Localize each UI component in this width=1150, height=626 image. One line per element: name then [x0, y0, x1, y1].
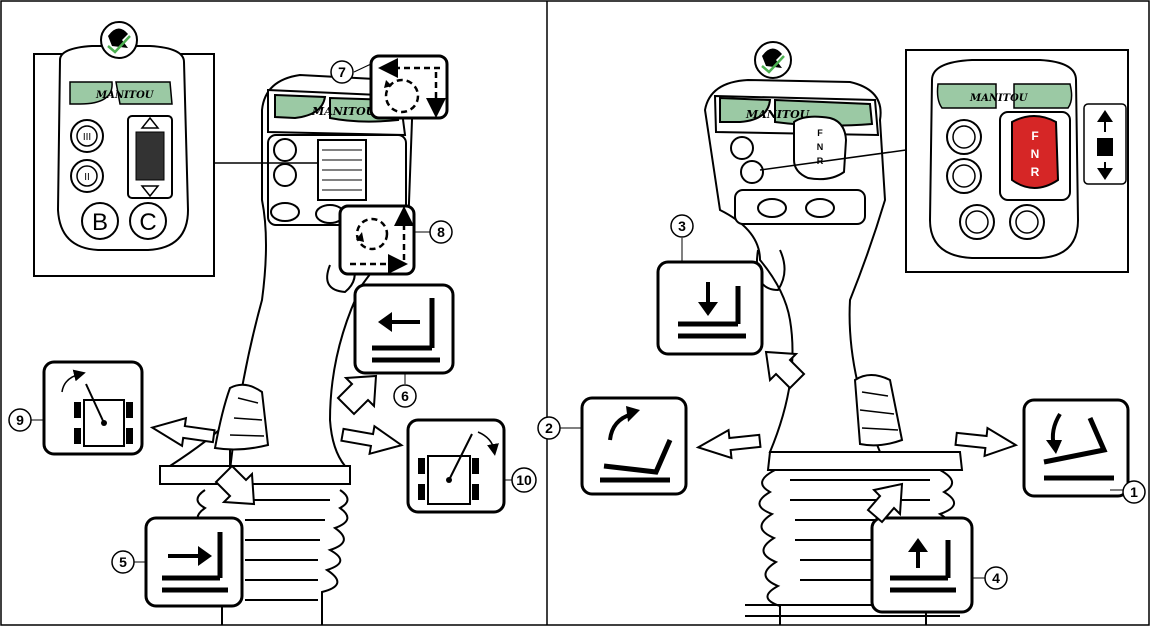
- lift-lower-icon: [656, 260, 764, 356]
- grip-fnr-n: N: [817, 142, 824, 152]
- lift-raise-icon: [870, 516, 974, 614]
- left-inset-detail: MANITOU III II B C: [33, 45, 215, 277]
- svg-text:7: 7: [338, 64, 346, 80]
- right-inset-detail: MANITOU F N R: [905, 49, 1129, 273]
- arrow-down-left: [214, 464, 256, 506]
- svg-text:10: 10: [516, 472, 532, 488]
- fnr-label-r: R: [1031, 165, 1040, 179]
- svg-text:5: 5: [119, 554, 127, 570]
- roller-up-icon: [140, 116, 160, 129]
- tilt-back-icon: [353, 283, 455, 375]
- svg-text:8: 8: [437, 224, 445, 240]
- callout-5: 5: [111, 550, 146, 574]
- callout-2: 2: [537, 416, 582, 440]
- rotation-ccw-icon: [369, 54, 449, 120]
- joystick-lock-icon: [100, 21, 138, 59]
- callout-6: 6: [393, 373, 417, 408]
- left-joystick: MANITOU: [159, 73, 414, 625]
- right-joystick: MANITOU F N R: [703, 78, 964, 625]
- right-inset-leader: [759, 149, 907, 171]
- callout-1: 1: [1110, 480, 1146, 504]
- svg-text:3: 3: [678, 218, 686, 234]
- bucket-crowd-icon: [580, 396, 688, 496]
- right-motion-arrows: [695, 350, 1019, 524]
- callout-4: 4: [972, 566, 1008, 590]
- bucket-dump-icon: [1022, 398, 1130, 498]
- callout-3: 3: [670, 214, 694, 262]
- fnr-switch: [1011, 115, 1060, 189]
- callout-7: 7: [330, 60, 372, 84]
- left-grip-brand: MANITOU: [311, 105, 377, 118]
- svg-text:2: 2: [545, 420, 553, 436]
- direction-arrows-icon: [1083, 103, 1127, 185]
- arrow-up-lower: [764, 350, 806, 390]
- arrow-down-raise: [866, 482, 904, 524]
- right-grip-brand: MANITOU: [745, 108, 811, 121]
- left-motion-arrows: [149, 374, 404, 506]
- inset-brand: MANITOU: [95, 90, 155, 101]
- arrow-right-steer: [340, 424, 404, 456]
- arrow-left-steer: [149, 416, 216, 448]
- joystick-lock-icon-right: [754, 41, 792, 79]
- svg-text:6: 6: [401, 388, 409, 404]
- arrow-left-crowd: [695, 428, 762, 460]
- tilt-forward-icon: [144, 516, 244, 608]
- callout-10: 10: [504, 467, 537, 493]
- roller-down-icon: [140, 185, 160, 198]
- arrow-up-right: [336, 374, 378, 416]
- svg-text:9: 9: [16, 412, 24, 428]
- right-inset-brand: MANITOU: [969, 93, 1029, 104]
- key-c-label: C: [139, 209, 156, 236]
- gear-ii-label: II: [84, 172, 90, 183]
- svg-text:1: 1: [1130, 484, 1138, 500]
- key-b-label: B: [92, 209, 108, 236]
- steering-right-icon: [406, 418, 506, 514]
- fnr-label-f: F: [1031, 129, 1038, 143]
- grip-fnr-f: F: [817, 128, 823, 138]
- arrow-right-dump: [954, 426, 1019, 458]
- fnr-label-n: N: [1031, 147, 1040, 161]
- rotation-cw-icon: [338, 204, 416, 276]
- callout-8: 8: [414, 220, 453, 244]
- svg-text:4: 4: [992, 570, 1000, 586]
- callout-9: 9: [8, 408, 44, 432]
- gear-iii-label: III: [83, 132, 91, 143]
- steering-left-icon: [42, 360, 144, 456]
